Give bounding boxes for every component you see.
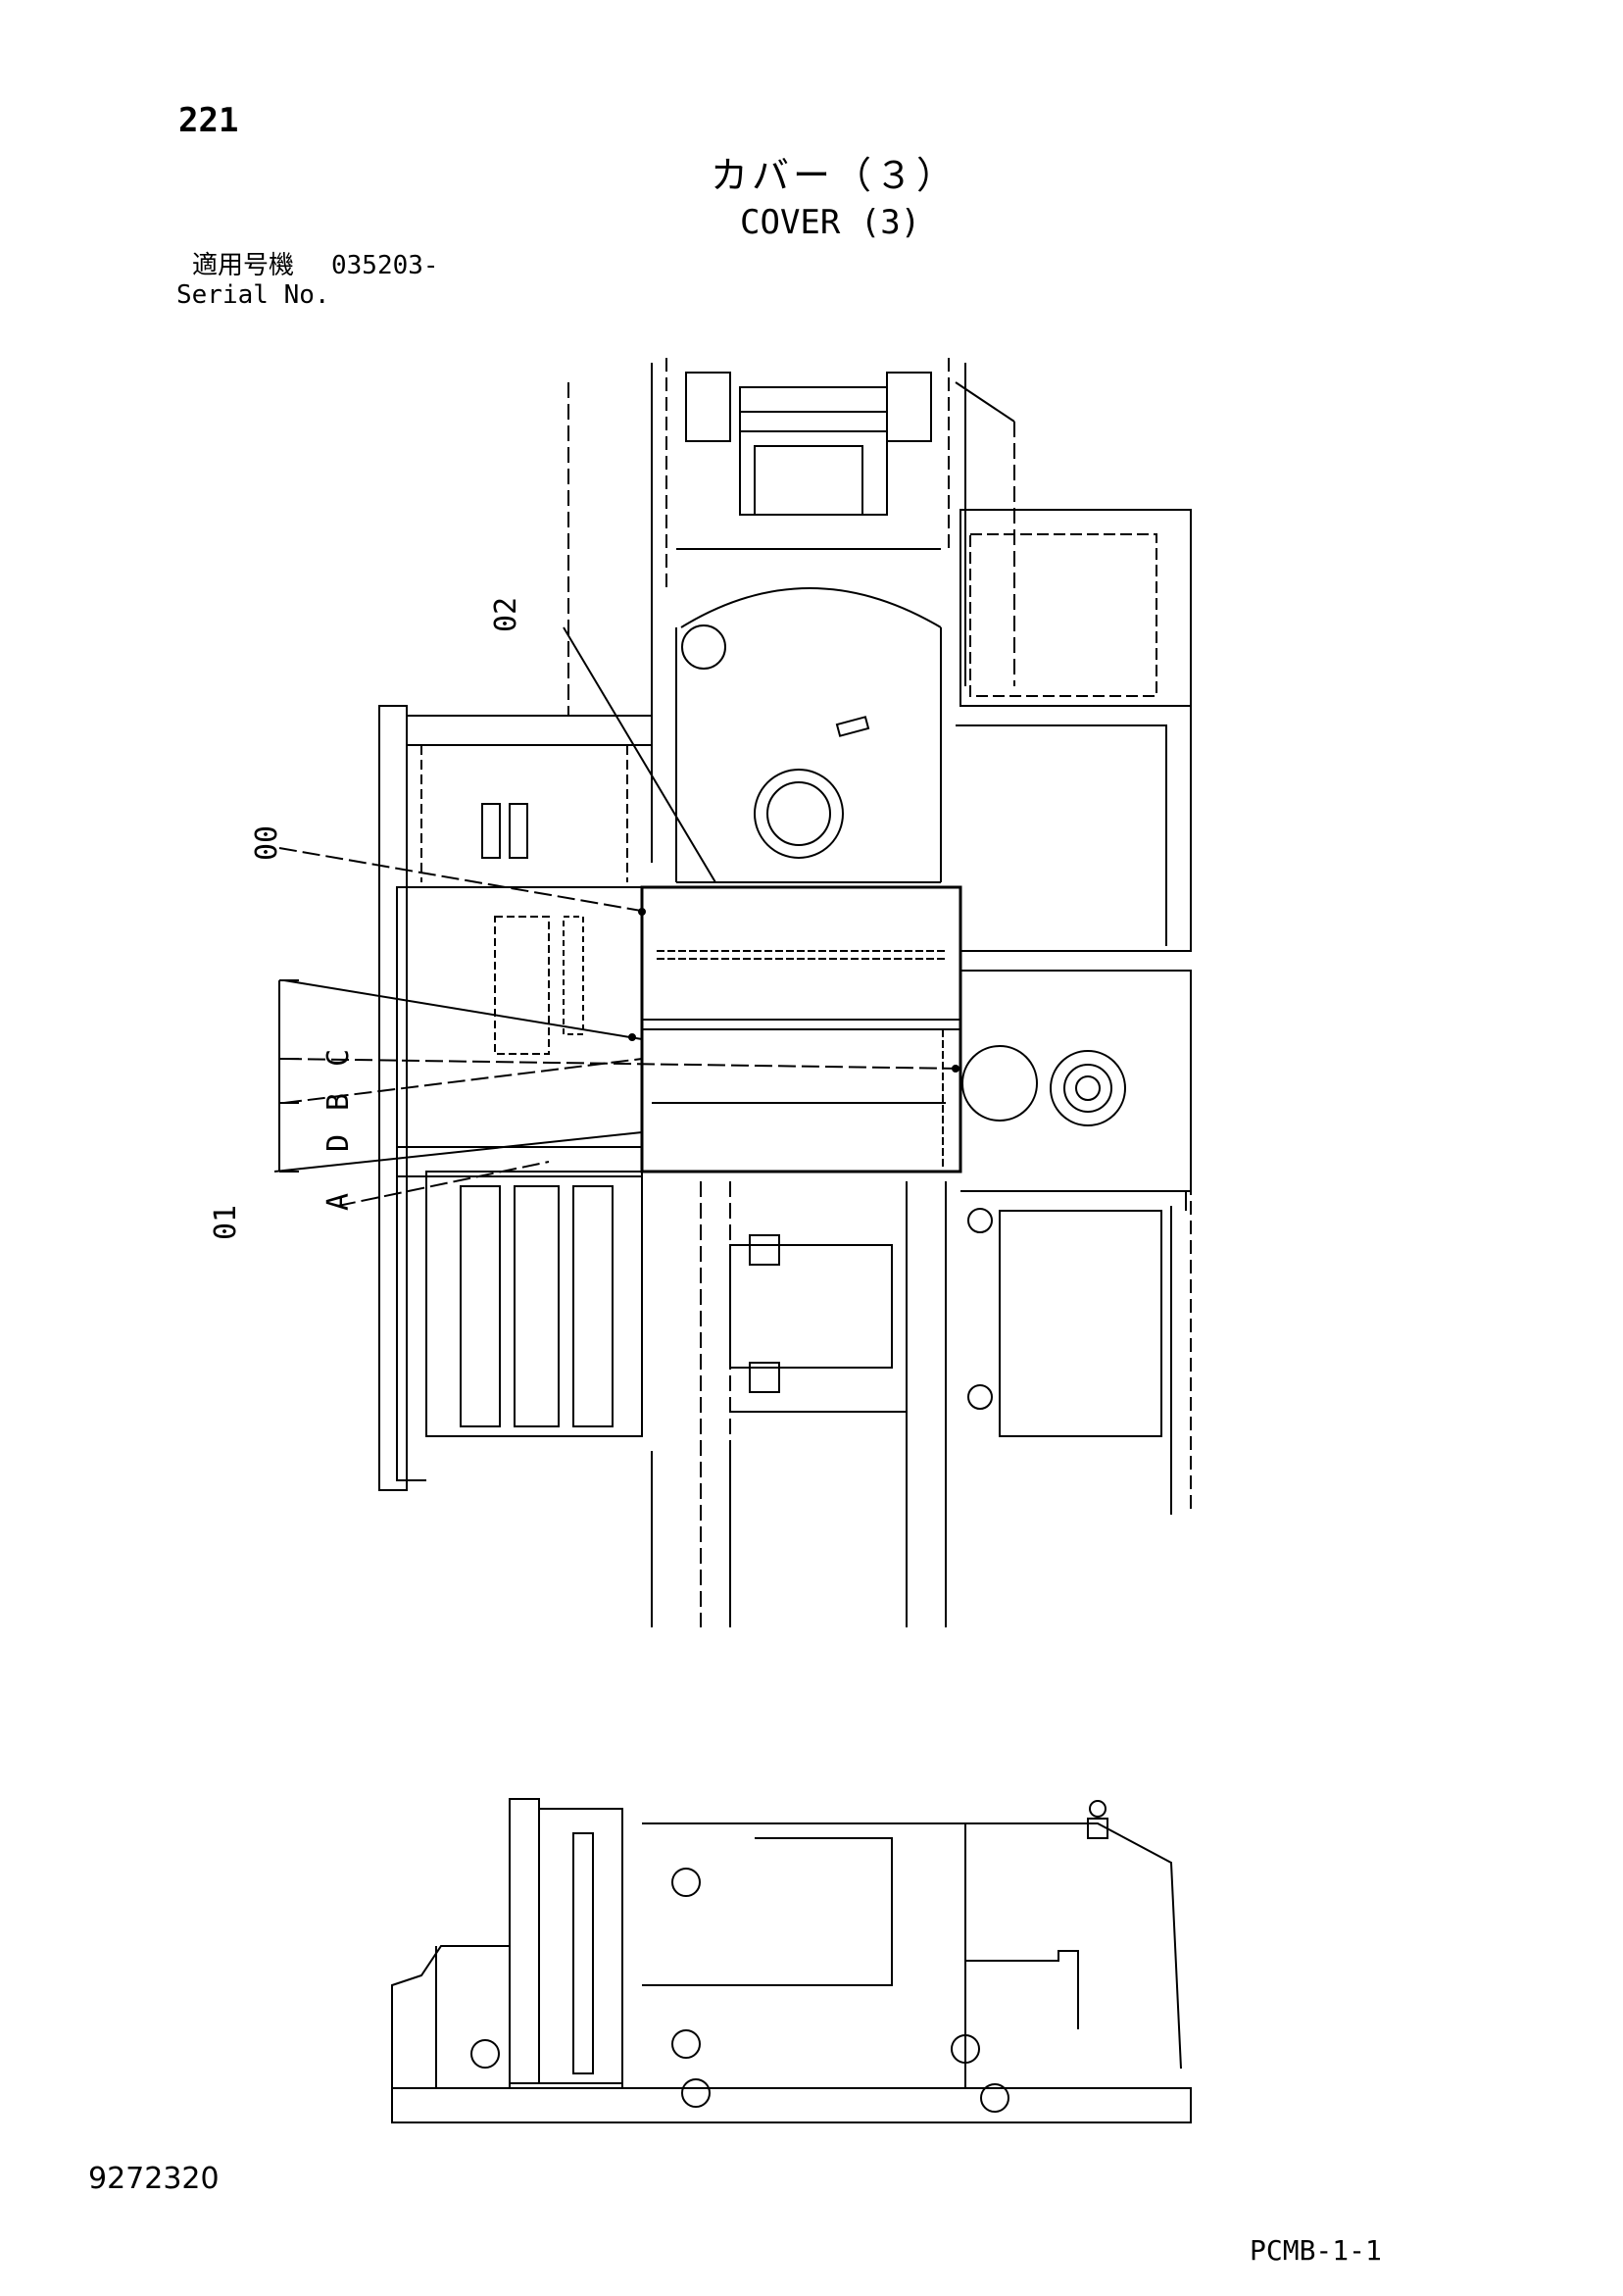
callout-B: B (321, 1093, 356, 1111)
serial-label-japanese: 適用号機 (192, 251, 295, 280)
page-title-english: COVER (3) (740, 203, 921, 242)
callout-02: 02 (489, 597, 523, 632)
callout-C: C (321, 1049, 356, 1067)
upper-view-drawing (273, 358, 1192, 1627)
callout-00: 00 (250, 825, 284, 861)
callout-D: D (321, 1134, 356, 1152)
serial-number-value: 035203- (331, 251, 439, 280)
page-code: PCMB-1-1 (1250, 2234, 1382, 2267)
serial-label-english: Serial No. (176, 280, 330, 310)
page-title-japanese: カバー（３） (711, 154, 959, 197)
callout-01: 01 (209, 1205, 243, 1240)
callout-A: A (321, 1193, 356, 1211)
page-number: 221 (178, 101, 239, 140)
lower-view-drawing (391, 1798, 1192, 2123)
document-number: 9272320 (88, 2162, 220, 2196)
callout-labels: 02 00 C B D A 01 (209, 597, 523, 1240)
